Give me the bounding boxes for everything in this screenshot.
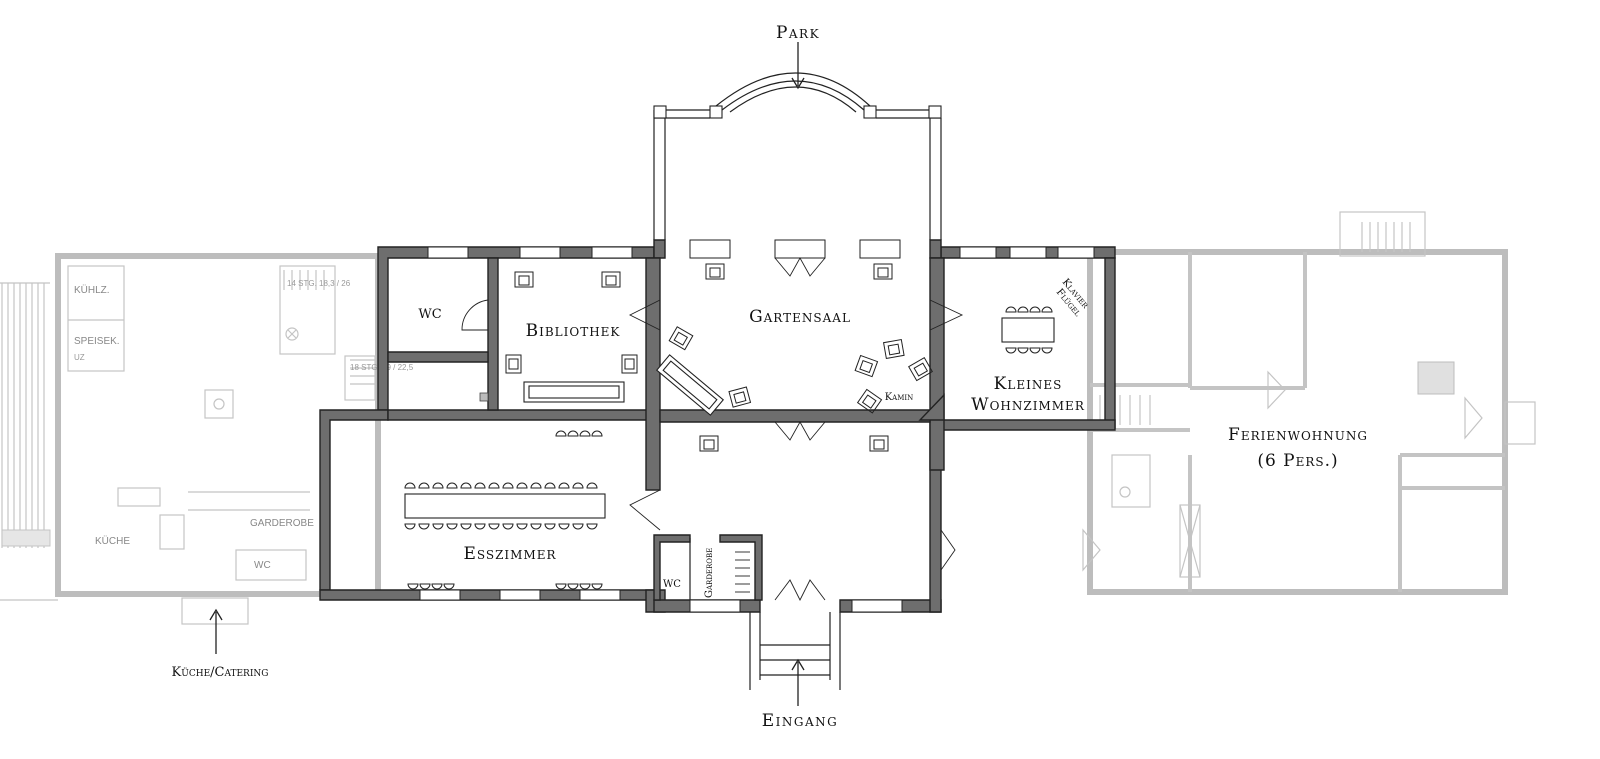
kleines-wohnzimmer-label-2: Wohnzimmer [971,395,1085,415]
uz-label: UZ [74,353,85,362]
main-building [319,72,1116,690]
park-label: Park [776,23,820,43]
kueche-catering-label: Küche/Catering [172,665,269,680]
garderobe-side-label: GARDEROBE [250,518,314,529]
garderobe-label: Garderobe [704,548,715,598]
gartensaal-label: Gartensaal [749,307,851,327]
park-arrow [791,42,805,90]
speisekammer-label: SPEISEK. [74,336,120,347]
ferienwohnung-capacity-label: (6 Pers.) [1257,451,1338,471]
wc-top-label: WC [418,307,441,322]
kitchen-wing: KÜHLZ. SPEISEK. UZ KÜCHE GARDEROBE WC 14… [0,253,414,625]
esszimmer-label: Esszimmer [463,544,556,564]
wc-side-label: WC [254,560,271,571]
stairs-label-1: 14 STG. 18,3 / 26 [287,279,351,288]
kuehlraum-label: KÜHLZ. [74,284,110,296]
eingang-label: Eingang [762,711,839,731]
kamin-label: Kamin [885,392,914,403]
kueche-label: KÜCHE [95,535,130,547]
kleines-wohnzimmer-label-1: Kleines [994,374,1063,394]
ferienwohnung-label: Ferienwohnung [1228,425,1368,445]
bibliothek-label: Bibliothek [526,321,621,341]
wc-bottom-label: WC [663,579,681,590]
entrance-arrow [791,658,805,706]
ferienwohnung-wing [1082,211,1536,595]
catering-arrow [209,608,223,654]
